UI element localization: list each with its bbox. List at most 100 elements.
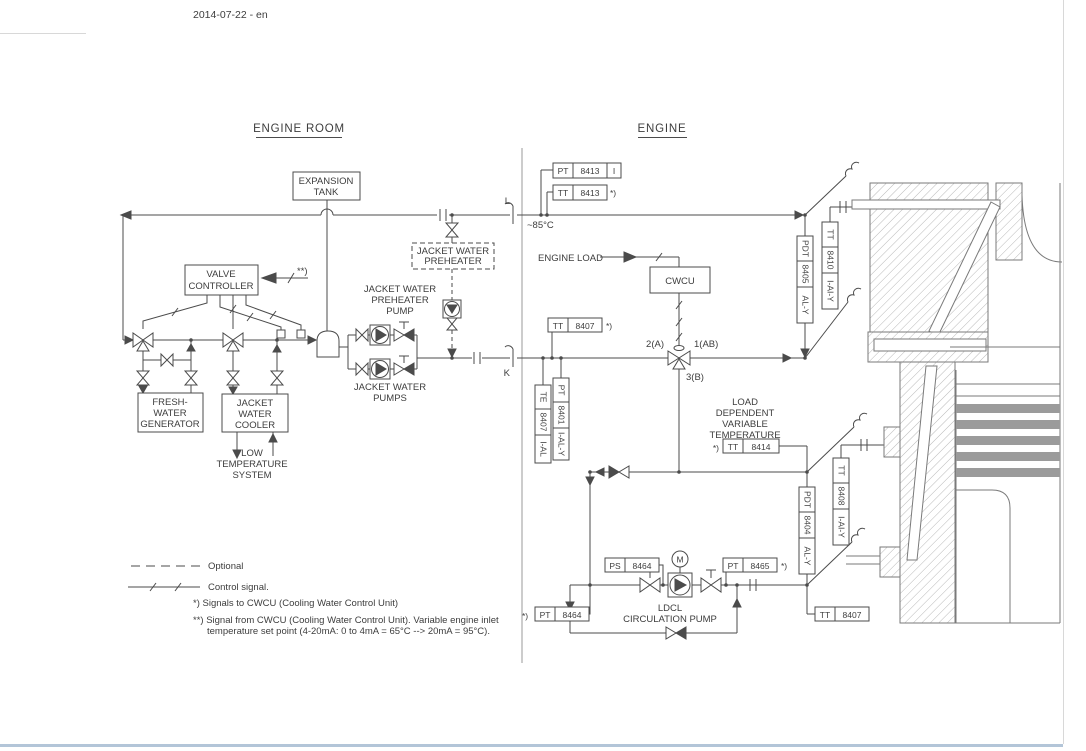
- valve-port-3b-label: 3(B): [686, 372, 704, 383]
- svg-text:8413: 8413: [581, 188, 600, 198]
- svg-text:I-AL-Y: I-AL-Y: [557, 432, 567, 456]
- engine-cross-section: [846, 182, 1063, 624]
- piston: [955, 370, 1060, 623]
- tag-pdt-8405: PDT 8405 AL-Y: [796, 215, 814, 359]
- three-way-valve-fwg-icon: [132, 332, 154, 352]
- tag-pt-8401: PT 8401 I-AL-Y: [552, 358, 570, 461]
- connector-k-label: K: [504, 368, 511, 379]
- tag-tt-8408: TT 8408 I-AI-Y: [832, 439, 884, 546]
- svg-text:PUMPS: PUMPS: [373, 393, 407, 404]
- svg-text:8464: 8464: [563, 610, 582, 620]
- svg-text:*): *): [522, 611, 528, 621]
- svg-text:TT: TT: [728, 442, 738, 452]
- svg-text:I-AI-Y: I-AI-Y: [826, 280, 836, 302]
- svg-text:8408: 8408: [837, 487, 847, 506]
- tag-pt-8465: PT 8465 *): [722, 557, 787, 585]
- check-valve-icon: [608, 465, 630, 479]
- jacket-water-pumps: JACKET WATER PUMPS: [347, 321, 426, 404]
- svg-text:TT: TT: [820, 610, 830, 620]
- svg-text:PREHEATER: PREHEATER: [424, 256, 482, 267]
- tag-pt-8413: PT 8413 I: [540, 162, 622, 215]
- svg-text:DEPENDENT: DEPENDENT: [716, 408, 775, 419]
- piston-ring: [956, 436, 1060, 445]
- tag-ps-8464: PS 8464: [604, 557, 664, 585]
- tag-pdt-8404: PDT 8404 AL-Y: [798, 472, 866, 614]
- control-signal-line-sample: [128, 582, 200, 592]
- piston-ring: [956, 452, 1060, 461]
- svg-text:*): *): [606, 321, 612, 331]
- gate-valve-icon: [700, 569, 722, 593]
- engine-inlet-temp-label: ~85°C: [527, 220, 554, 231]
- three-way-valve-cooler-icon: [222, 332, 244, 352]
- svg-text:PT: PT: [540, 610, 551, 620]
- actuator-terminal: [296, 329, 306, 339]
- legend-note-star: *) Signals to CWCU (Cooling Water Contro…: [193, 598, 398, 609]
- svg-text:TT: TT: [826, 229, 836, 239]
- tag-tt-8407-inlet: TT 8407 *): [547, 317, 612, 358]
- svg-text:8410: 8410: [826, 251, 836, 270]
- svg-text:PT: PT: [557, 385, 567, 396]
- svg-text:WATER: WATER: [238, 409, 271, 420]
- svg-text:8407: 8407: [576, 321, 595, 331]
- svg-text:I-AL: I-AL: [539, 441, 549, 457]
- tag-tt-8414: *) TT 8414: [713, 438, 808, 472]
- cooling-channel: [851, 199, 1001, 210]
- tag-tt-8410: TT 8410 I-AI-Y: [821, 201, 852, 310]
- svg-text:PT: PT: [558, 166, 569, 176]
- pump-icon: [369, 358, 391, 380]
- cwcu-label: CWCU: [665, 276, 695, 287]
- svg-text:8414: 8414: [752, 442, 771, 452]
- svg-text:TEMPERATURE: TEMPERATURE: [216, 459, 287, 470]
- legend-optional-label: Optional: [208, 561, 243, 572]
- jacket-water-preheater-pump-label: JACKET WATER: [364, 284, 436, 295]
- svg-text:*): *): [781, 561, 787, 571]
- flex-joint-icon: [439, 209, 447, 221]
- pump-icon: [369, 324, 391, 346]
- check-valve-icon: [393, 355, 415, 376]
- engine-return-line: [517, 161, 860, 220]
- expansion-tank: EXPANSION TANK: [292, 171, 361, 331]
- engine-load-label: ENGINE LOAD: [538, 253, 603, 264]
- svg-text:I-AI-Y: I-AI-Y: [837, 516, 847, 538]
- signal-from-cwcu-marker: **): [297, 266, 308, 277]
- valve-port-2a-label: 2(A): [646, 339, 664, 350]
- svg-text:PDT: PDT: [803, 491, 813, 508]
- ldvt-circuit: LOAD DEPENDENT VARIABLE TEMPERATURE: [585, 397, 868, 585]
- svg-text:8405: 8405: [801, 265, 811, 284]
- valve-port-1ab-label: 1(AB): [694, 339, 718, 350]
- actuator-terminal: [276, 329, 286, 339]
- svg-text:PT: PT: [728, 561, 739, 571]
- date-label: 2014-07-22 - en: [193, 9, 268, 21]
- svg-text:8413: 8413: [581, 166, 600, 176]
- svg-text:AL-Y: AL-Y: [801, 296, 811, 315]
- svg-text:GENERATOR: GENERATOR: [140, 419, 199, 430]
- svg-text:AL-Y: AL-Y: [803, 547, 813, 566]
- check-valve-icon: [665, 626, 687, 640]
- jacket-water-preheater-label: JACKET WATER: [417, 246, 489, 257]
- svg-text:*): *): [713, 443, 719, 453]
- cwcu-unit: ENGINE LOAD CWCU: [538, 251, 711, 346]
- fresh-water-generator-label: FRESH-: [152, 397, 187, 408]
- preheater-pump-icon: [442, 299, 462, 319]
- svg-text:I: I: [613, 166, 615, 176]
- svg-text:TT: TT: [837, 465, 847, 475]
- mixing-pipe: [123, 335, 318, 345]
- svg-text:8401: 8401: [557, 406, 567, 425]
- ldcl-circulation-pump-label: LDCL: [658, 603, 682, 614]
- svg-text:WATER: WATER: [153, 408, 186, 419]
- tag-tt-8407-outlet: TT 8407: [807, 606, 870, 622]
- piston-ring: [956, 468, 1060, 477]
- legend-control-signal-label: Control signal.: [208, 582, 269, 593]
- svg-text:SYSTEM: SYSTEM: [232, 470, 271, 481]
- svg-text:TT: TT: [558, 188, 568, 198]
- svg-text:*): *): [610, 188, 616, 198]
- supply-pipe: K: [417, 345, 514, 379]
- bypass-valve-icon: [160, 352, 174, 368]
- svg-text:8407: 8407: [539, 413, 549, 432]
- engine-room-header: ENGINE ROOM: [253, 123, 345, 135]
- tag-tt-8413: TT 8413 *): [546, 184, 616, 215]
- svg-text:8407: 8407: [843, 610, 862, 620]
- jacket-water-pumps-label: JACKET WATER: [354, 382, 426, 393]
- svg-text:PS: PS: [609, 561, 621, 571]
